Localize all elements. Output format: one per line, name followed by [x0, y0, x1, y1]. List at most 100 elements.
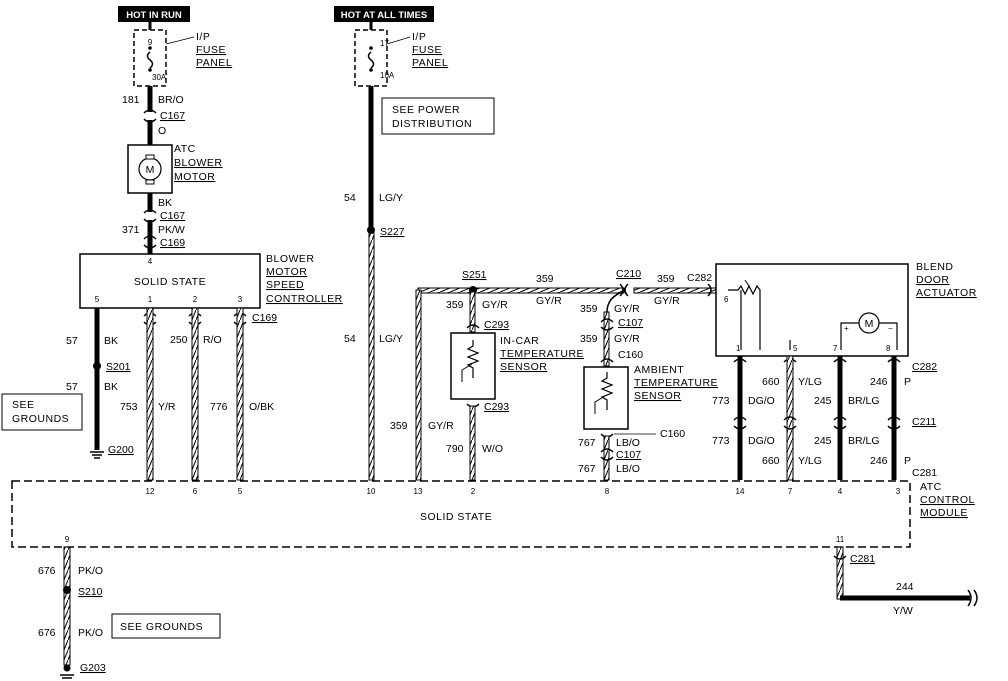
wire-54b-color: LG/Y: [379, 333, 403, 345]
wire-54a-circuit: 54: [344, 192, 356, 204]
wire-359c-color: GY/R: [654, 295, 680, 307]
wire-244-circuit: 244: [896, 581, 914, 593]
wire-359e-color: GY/R: [614, 303, 640, 315]
wire-246a-circuit: 246: [870, 376, 888, 388]
wire-359f-circuit: 359: [580, 333, 598, 345]
connector-c282-lower: [733, 358, 901, 363]
ground-g203-label: G203: [80, 662, 106, 674]
atc-pin-7: 7: [788, 487, 793, 496]
connector-c107-upper: [600, 318, 614, 331]
fuse-right-label-3: PANEL: [412, 57, 448, 69]
speed-controller-pin-top: 4: [148, 257, 153, 266]
connector-c169-upper: [143, 235, 157, 249]
wire-359-top-right: [633, 287, 717, 294]
ambient-sensor-box: [583, 366, 629, 430]
splice-s210-label: S210: [78, 586, 103, 598]
wire-181-circuit: 181: [122, 94, 140, 106]
ground-g200-label: G200: [108, 444, 134, 456]
see-grounds-box-bottom[interactable]: [111, 613, 221, 639]
atc-pin-4: 4: [838, 487, 843, 496]
speed-controller-pin-2: 2: [193, 295, 198, 304]
atc-pin-9: 9: [65, 535, 70, 544]
splice-s227: [367, 226, 375, 234]
wire-bk-color: BK: [158, 197, 172, 209]
wire-245b-circuit: 245: [814, 435, 832, 447]
blower-motor-label-2: BLOWER: [174, 157, 223, 169]
see-power-distribution-line-2: DISTRIBUTION: [392, 118, 472, 130]
wire-57b-color: BK: [104, 381, 118, 393]
wire-54a-color: LG/Y: [379, 192, 403, 204]
see-grounds-left-line-2: GROUNDS: [12, 413, 69, 425]
wire-676b-color: PK/O: [78, 627, 103, 639]
atc-pin-2: 2: [471, 487, 476, 496]
wire-773a-color: DG/O: [748, 395, 775, 407]
connector-c167-upper-label: C167: [160, 110, 185, 122]
see-grounds-box-left[interactable]: [1, 393, 83, 431]
see-grounds-left-line-1: SEE: [12, 399, 35, 411]
connector-c281-lower-label: C281: [850, 553, 875, 565]
wire-244-break: [967, 589, 978, 607]
atc-pin-10: 10: [367, 487, 376, 496]
blend-door-pin-6: 6: [724, 295, 729, 304]
connector-c107-lower-label: C107: [616, 449, 641, 461]
wire-o-color: O: [158, 125, 166, 137]
connector-c281-upper-label: C281: [912, 467, 937, 479]
connector-c107-lower: [600, 448, 614, 461]
wire-676b-circuit: 676: [38, 627, 56, 639]
connector-c210-label: C210: [616, 268, 641, 280]
speed-controller-pin-1: 1: [148, 295, 153, 304]
wire-790-circuit: 790: [446, 443, 464, 455]
wire-767: [603, 435, 610, 481]
wire-776: [236, 307, 244, 481]
splice-s201: [93, 362, 101, 370]
see-power-distribution-box[interactable]: [381, 97, 495, 135]
wire-181-color: BR/O: [158, 94, 184, 106]
wire-767b-circuit: 767: [578, 463, 596, 475]
connector-c167-lower-label: C167: [160, 210, 185, 222]
connector-c281-lower: [833, 555, 847, 560]
connector-c211: [733, 416, 901, 430]
wire-57b-circuit: 57: [66, 381, 78, 393]
connector-c210: [619, 283, 629, 297]
wire-371-circuit: 371: [122, 224, 140, 236]
wire-767b-color: LB/O: [616, 463, 640, 475]
fuse-left-label-1: I/P: [196, 31, 210, 43]
atc-module-label-1: ATC: [920, 481, 942, 493]
blend-door-label-3: ACTUATOR: [916, 287, 977, 299]
blend-door-label-1: BLEND: [916, 261, 954, 273]
incar-sensor-label-1: IN-CAR: [500, 335, 539, 347]
incar-sensor-label-3: SENSOR: [500, 361, 547, 373]
connector-c160-lower-label: C160: [660, 428, 685, 440]
wire-773b-color: DG/O: [748, 435, 775, 447]
wire-676: [63, 546, 71, 666]
wire-359-left: [415, 289, 422, 481]
atc-pin-8: 8: [605, 487, 610, 496]
atc-module-body: SOLID STATE: [420, 511, 492, 523]
connector-c160-upper-label: C160: [618, 349, 643, 361]
connector-c282-upper: [707, 283, 712, 297]
wire-250-circuit: 250: [170, 334, 188, 346]
wire-244-color: Y/W: [893, 605, 913, 617]
wire-676a-circuit: 676: [38, 565, 56, 577]
incar-sensor-resistor: [466, 340, 480, 378]
see-power-distribution-line-1: SEE POWER: [392, 104, 460, 116]
wire-660a-color: Y/LG: [798, 376, 822, 388]
atc-module-label-3: MODULE: [920, 507, 968, 519]
wire-790-color: W/O: [482, 443, 503, 455]
wire-660a-circuit: 660: [762, 376, 780, 388]
ambient-sensor-label-2: TEMPERATURE: [634, 377, 718, 389]
wire-660b-circuit: 660: [762, 455, 780, 467]
wire-359f-color: GY/R: [614, 333, 640, 345]
blend-door-pin-1: 1: [736, 344, 741, 353]
svg-text:−: −: [888, 324, 893, 333]
blend-door-motor-letter: M: [865, 318, 874, 330]
blend-door-pin-7: 7: [833, 344, 838, 353]
connector-c293-upper: [466, 324, 480, 329]
fuse-left-number: 9: [148, 38, 153, 47]
blend-door-pin-8: 8: [886, 344, 891, 353]
fuse-symbol-left: [146, 51, 154, 69]
wire-245a-color: BR/LG: [848, 395, 880, 407]
blower-motor-letter: M: [146, 164, 155, 176]
wire-54-lower: [368, 231, 375, 481]
